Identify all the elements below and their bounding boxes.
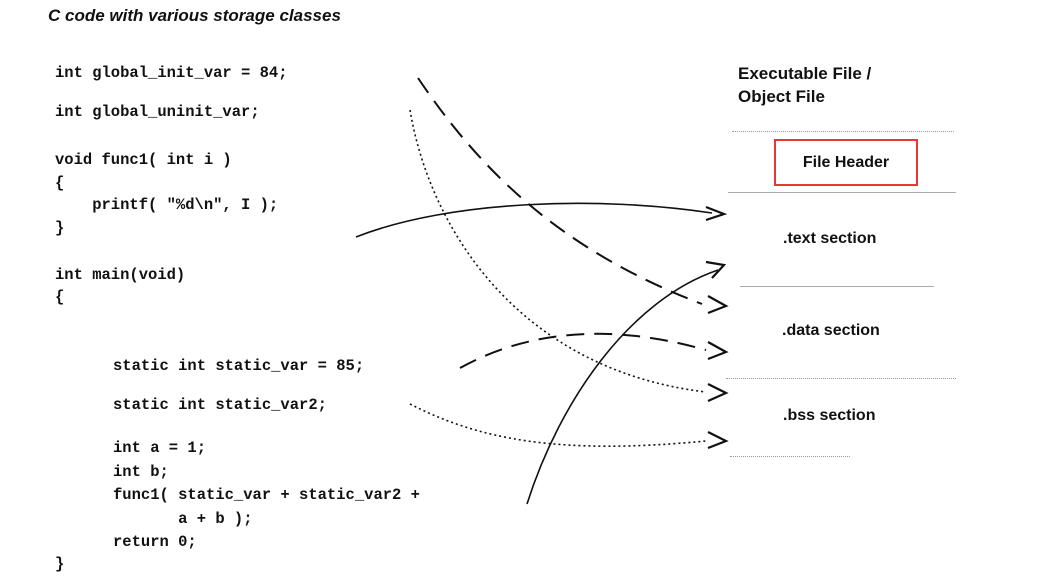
code-global-init: int global_init_var = 84; [55,64,288,82]
file-header-box: File Header [774,139,918,186]
code-main: int main(void) { [55,266,186,306]
object-file-heading-line2: Object File [738,87,825,106]
object-file-heading: Executable File / Object File [738,62,871,108]
diagram-title: C code with various storage classes [48,6,341,25]
bss-section-label: .bss section [783,407,876,424]
arrow-static-var2-to-bss [409,403,707,447]
arrowhead-func1 [705,205,728,222]
arrowhead-global-init [707,295,729,315]
object-file-heading-line1: Executable File / [738,64,872,83]
arrow-global-init-to-data [417,77,703,305]
code-locals: int a = 1; int b; func1( static_var + st… [113,439,420,551]
divider-data-bss [726,378,956,379]
code-closing-brace: } [55,555,65,573]
code-func1: void func1( int i ) { printf( "%d\n", I … [55,151,279,237]
divider-bottom [730,456,850,457]
code-static-var: static int static_var = 85; [113,357,365,375]
file-header-label: File Header [802,153,890,171]
arrowhead-main [705,260,727,279]
divider-header-text [728,192,956,193]
code-static-var2: static int static_var2; [113,396,327,414]
arrow-main-to-text [526,269,719,505]
divider-text-data [740,286,934,287]
arrow-func1-to-text [355,202,713,238]
arrow-global-uninit-to-bss [409,109,707,393]
text-section-label: .text section [783,230,877,247]
arrowhead-global-uninit [707,383,729,403]
code-global-uninit: int global_uninit_var; [55,103,260,121]
arrow-static-var-to-data [459,332,707,369]
arrowhead-static-var2 [707,431,729,450]
data-section-label: .data section [782,322,880,339]
arrowhead-static-var [707,341,729,361]
divider-top [732,131,954,132]
